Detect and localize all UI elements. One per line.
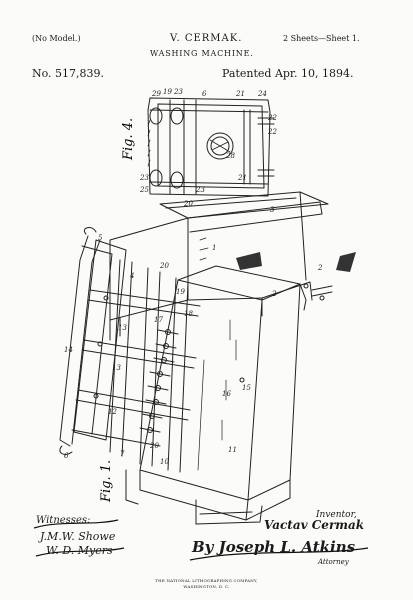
attorney-label: Attorney — [318, 558, 349, 566]
patent-date: Patented Apr. 10, 1894. — [222, 67, 354, 80]
witness-1-signature: J.M.W. Showe — [40, 530, 116, 543]
sheet-count: 2 Sheets—Sheet 1. — [283, 34, 360, 43]
attorney-underline — [189, 547, 369, 561]
witness-2-signature: W. D. Myers — [46, 544, 113, 557]
fig4-ref: 21 — [235, 90, 245, 98]
fig4-ref: 19 — [163, 88, 172, 96]
fig4-ref: 22 — [267, 114, 277, 122]
fig1-ref: 12 — [108, 408, 117, 416]
inventor-heading: V. CERMAK. — [170, 33, 243, 44]
fig4-ref: 23 — [195, 186, 205, 194]
fig1-ref: 13 — [112, 364, 121, 372]
witnesses-label: Witnesses: — [36, 515, 91, 526]
fig1-ref: 5 — [98, 234, 103, 242]
fig4-ref: 22 — [267, 128, 277, 136]
fig1-ref: 4 — [129, 272, 134, 280]
patent-number: No. 517,839. — [32, 67, 105, 80]
invention-title: WASHING MACHINE. — [150, 49, 254, 58]
fig4-ref: 29 — [151, 90, 161, 98]
lithographer-line-2: WASHINGTON, D. C. — [183, 584, 230, 589]
fig4-ref: 23 — [173, 88, 183, 96]
fig1-ref: 17 — [154, 316, 163, 324]
witness-2-underline — [35, 547, 125, 557]
fig1-ref: 16 — [222, 390, 231, 398]
fig1-ref: 7 — [120, 450, 125, 458]
fig1-ref: 13 — [118, 324, 127, 332]
fig4-ref: 6 — [202, 90, 207, 98]
fig4-ref: 24 — [257, 90, 267, 98]
fig1-ref: 19 — [176, 288, 185, 296]
fig1-ref: 1 — [212, 244, 216, 252]
fig1-ref: 20 — [159, 262, 169, 270]
fig1-ref: 3 — [270, 206, 275, 214]
fig1-ref: 20 — [149, 442, 159, 450]
fig1-ref: 18 — [184, 310, 193, 318]
fig1-ref: 10 — [160, 458, 169, 466]
fig1-ref: 15 — [242, 384, 251, 392]
model-note: (No Model.) — [32, 34, 81, 43]
inventor-label: Inventor, — [316, 510, 357, 520]
fig1-ref: 11 — [228, 446, 237, 454]
fig4-ref: 20 — [183, 200, 193, 208]
fig4-ref: 25 — [139, 186, 149, 194]
fig1-ref: 14 — [64, 346, 73, 354]
attorney-signature: By Joseph L. Atkins — [192, 538, 356, 556]
fig1-ref: 6 — [64, 452, 69, 460]
lithographer-line-1: THE NATIONAL LITHOGRAPHING COMPANY, — [155, 578, 258, 583]
fig4-ref: 28 — [225, 152, 235, 160]
fig4-ref: 23 — [139, 174, 149, 182]
witness-1-underline — [33, 519, 119, 529]
fig1-machine — [59, 191, 356, 525]
fig4-lid-frame — [147, 97, 275, 197]
fig4-caption: Fig. 4. — [121, 118, 136, 161]
fig1-caption: Fig. 1. — [99, 460, 114, 503]
fig1-ref: 2 — [271, 290, 277, 298]
inventor-signature: Vactav Cermak — [264, 518, 365, 532]
fig4-ref: 21 — [237, 174, 247, 182]
fig1-ref: 2 — [317, 264, 323, 272]
